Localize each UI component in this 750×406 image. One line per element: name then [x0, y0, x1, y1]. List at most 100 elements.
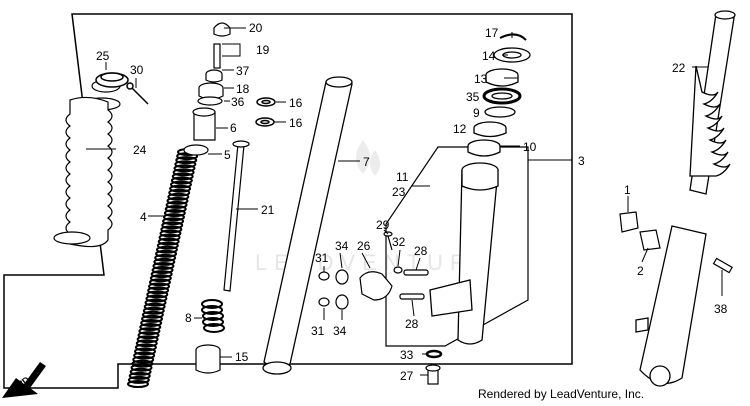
spring-coil — [162, 217, 185, 226]
spring-coil — [139, 323, 162, 332]
callout-1: 1 — [624, 183, 631, 197]
fork-assembly — [635, 10, 736, 387]
callout-32: 32 — [392, 235, 406, 249]
washers — [255, 97, 276, 127]
callout-5: 5 — [224, 148, 231, 162]
spring-coil — [138, 327, 161, 336]
callout-33: 33 — [400, 348, 414, 362]
dust-boot — [53, 79, 121, 248]
spring-coil — [130, 363, 153, 372]
fork-spring — [127, 148, 199, 388]
fork-tube — [262, 76, 353, 375]
callout-30: 30 — [130, 63, 144, 77]
spring-coil — [168, 188, 191, 197]
callout-18: 18 — [236, 82, 250, 96]
spring-coil — [175, 156, 198, 165]
spring-coil — [129, 367, 152, 376]
spring-coil — [172, 168, 195, 177]
callout-31-upper: 31 — [315, 251, 329, 265]
rebound-spring — [201, 299, 225, 333]
callout-29: 29 — [376, 218, 390, 232]
axle-holder-parts — [318, 231, 429, 310]
spring-coil — [135, 339, 158, 348]
spring-coil — [128, 371, 151, 380]
callout-21: 21 — [261, 203, 275, 217]
spring-coil — [163, 209, 186, 218]
drain-bolt — [425, 349, 443, 385]
spring-coil — [137, 331, 160, 340]
callout-2: 2 — [637, 264, 644, 278]
spring-coil — [174, 160, 197, 169]
callout-11: 11 — [396, 170, 409, 184]
lower-case-box — [385, 146, 529, 347]
boot-clamp — [95, 72, 129, 88]
clamp-screw — [126, 82, 149, 105]
callout-15: 15 — [235, 350, 249, 364]
spring-coil — [147, 286, 170, 295]
spring-coil — [132, 355, 155, 364]
spring-coil — [169, 184, 192, 193]
spring-coil — [150, 270, 173, 279]
spring-coil — [159, 229, 182, 238]
spring-coil — [146, 290, 169, 299]
callout-26: 26 — [357, 239, 371, 253]
spring-coil — [171, 172, 194, 181]
callout-4: 4 — [140, 210, 147, 224]
spring-coil — [156, 241, 179, 250]
spring-coil — [170, 176, 193, 185]
callout-28-upper: 28 — [414, 244, 428, 258]
callout-24: 24 — [133, 143, 147, 157]
callout-31-lower: 31 — [311, 324, 325, 338]
callout-37: 37 — [236, 64, 250, 78]
spring-coil — [154, 253, 177, 262]
spring-coil — [164, 204, 187, 213]
callout-8: 8 — [185, 311, 192, 325]
callout-16-upper: 16 — [289, 96, 303, 110]
spring-coil — [173, 164, 196, 173]
spring-coil — [169, 180, 192, 189]
spring-coil — [166, 196, 189, 205]
damper-rod — [223, 140, 250, 292]
callout-16-lower: 16 — [289, 116, 303, 130]
callout-14: 14 — [482, 49, 496, 63]
spring-coil — [151, 266, 174, 275]
spring-coil — [165, 200, 188, 209]
fwd-arrow: FWD — [2, 362, 46, 398]
spring-coil — [143, 302, 166, 311]
spring-coil — [142, 306, 165, 315]
callout-3: 3 — [578, 154, 585, 168]
spring-coil — [140, 318, 163, 327]
leader-lines — [86, 27, 723, 376]
spring-coil — [148, 278, 171, 287]
spring-coil — [149, 274, 172, 283]
callout-27: 27 — [400, 369, 414, 383]
callout-28-lower: 28 — [405, 317, 419, 331]
oil-lock-piece — [195, 344, 221, 374]
spring-coil — [160, 225, 183, 234]
callout-17: 17 — [485, 26, 499, 40]
fork-slider — [429, 162, 499, 345]
callout-12: 12 — [453, 122, 467, 136]
callout-23: 23 — [392, 185, 406, 199]
callout-10: 10 — [523, 140, 537, 154]
spring-coil — [144, 298, 167, 307]
callout-9: 9 — [473, 106, 480, 120]
callout-34-upper: 34 — [335, 239, 349, 253]
spring-coil — [167, 192, 190, 201]
spring-seat — [183, 144, 209, 156]
callout-36: 36 — [231, 95, 245, 109]
callout-35: 35 — [466, 90, 480, 104]
render-credit: Rendered by LeadVenture, Inc. — [478, 387, 645, 401]
spring-coil — [136, 335, 159, 344]
spring-coil — [153, 257, 176, 266]
callout-13: 13 — [474, 72, 488, 86]
fork-cap-bolt — [197, 22, 231, 106]
spring-coil — [155, 245, 178, 254]
spring-coil — [127, 380, 149, 388]
spring-coil — [157, 237, 180, 246]
callout-labels: 20 19 37 18 36 16 16 6 5 25 30 24 4 21 8… — [96, 21, 728, 383]
callout-19: 19 — [256, 43, 270, 57]
spring-coil — [134, 347, 157, 356]
